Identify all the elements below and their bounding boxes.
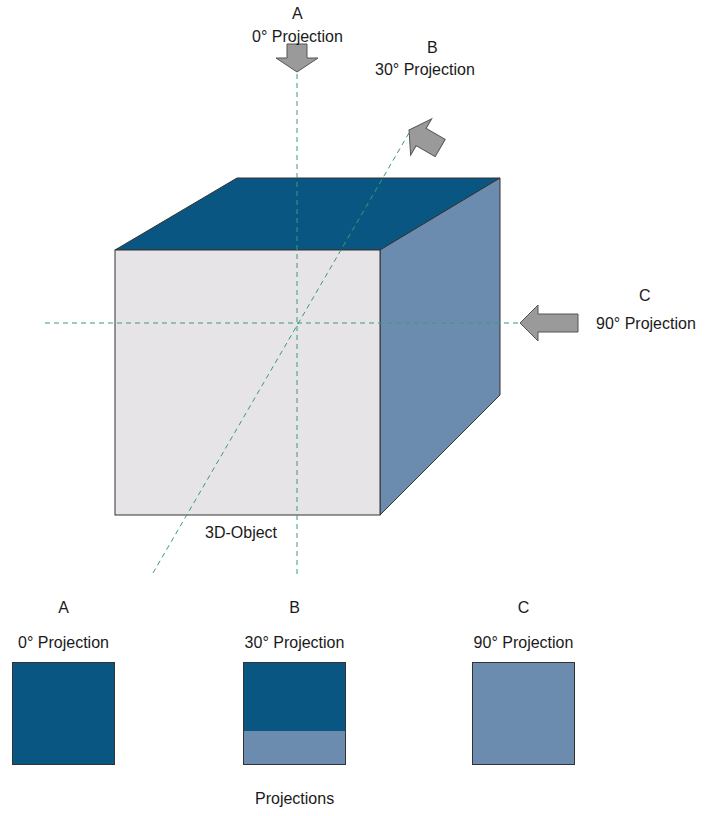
- caption: Projections: [255, 789, 334, 808]
- projection-heading: 30° Projection: [245, 633, 345, 652]
- object-label: 3D-Object: [205, 523, 277, 542]
- projection-fill: [244, 731, 345, 764]
- projection-heading: 0° Projection: [18, 633, 109, 652]
- projection-box: B 30° Projection: [243, 598, 346, 765]
- projection-square: [12, 662, 115, 765]
- projection-heading: 90° Projection: [474, 633, 574, 652]
- projection-heading: C: [518, 598, 530, 617]
- projection-heading: B: [289, 598, 300, 617]
- projection-box: C 90° Projection: [472, 598, 575, 765]
- projection-fill: [13, 663, 114, 764]
- projection-square: [472, 662, 575, 765]
- projection-heading: A: [58, 598, 69, 617]
- cube-side-face: [380, 178, 500, 515]
- cube-front-face: [115, 250, 380, 515]
- projection-arrows: [276, 44, 578, 341]
- projection-label: B: [427, 38, 438, 57]
- projection-label: 0° Projection: [252, 27, 343, 46]
- projection-label: C: [639, 286, 651, 305]
- projection-fill: [473, 663, 574, 764]
- projection-label: 30° Projection: [375, 60, 475, 79]
- projection-label: 90° Projection: [596, 314, 696, 333]
- projection-label: A: [292, 4, 303, 23]
- projection-axes: [45, 74, 520, 574]
- projection-square: [243, 662, 346, 765]
- projection-box: A 0° Projection: [12, 598, 115, 765]
- projection-fill: [244, 663, 345, 731]
